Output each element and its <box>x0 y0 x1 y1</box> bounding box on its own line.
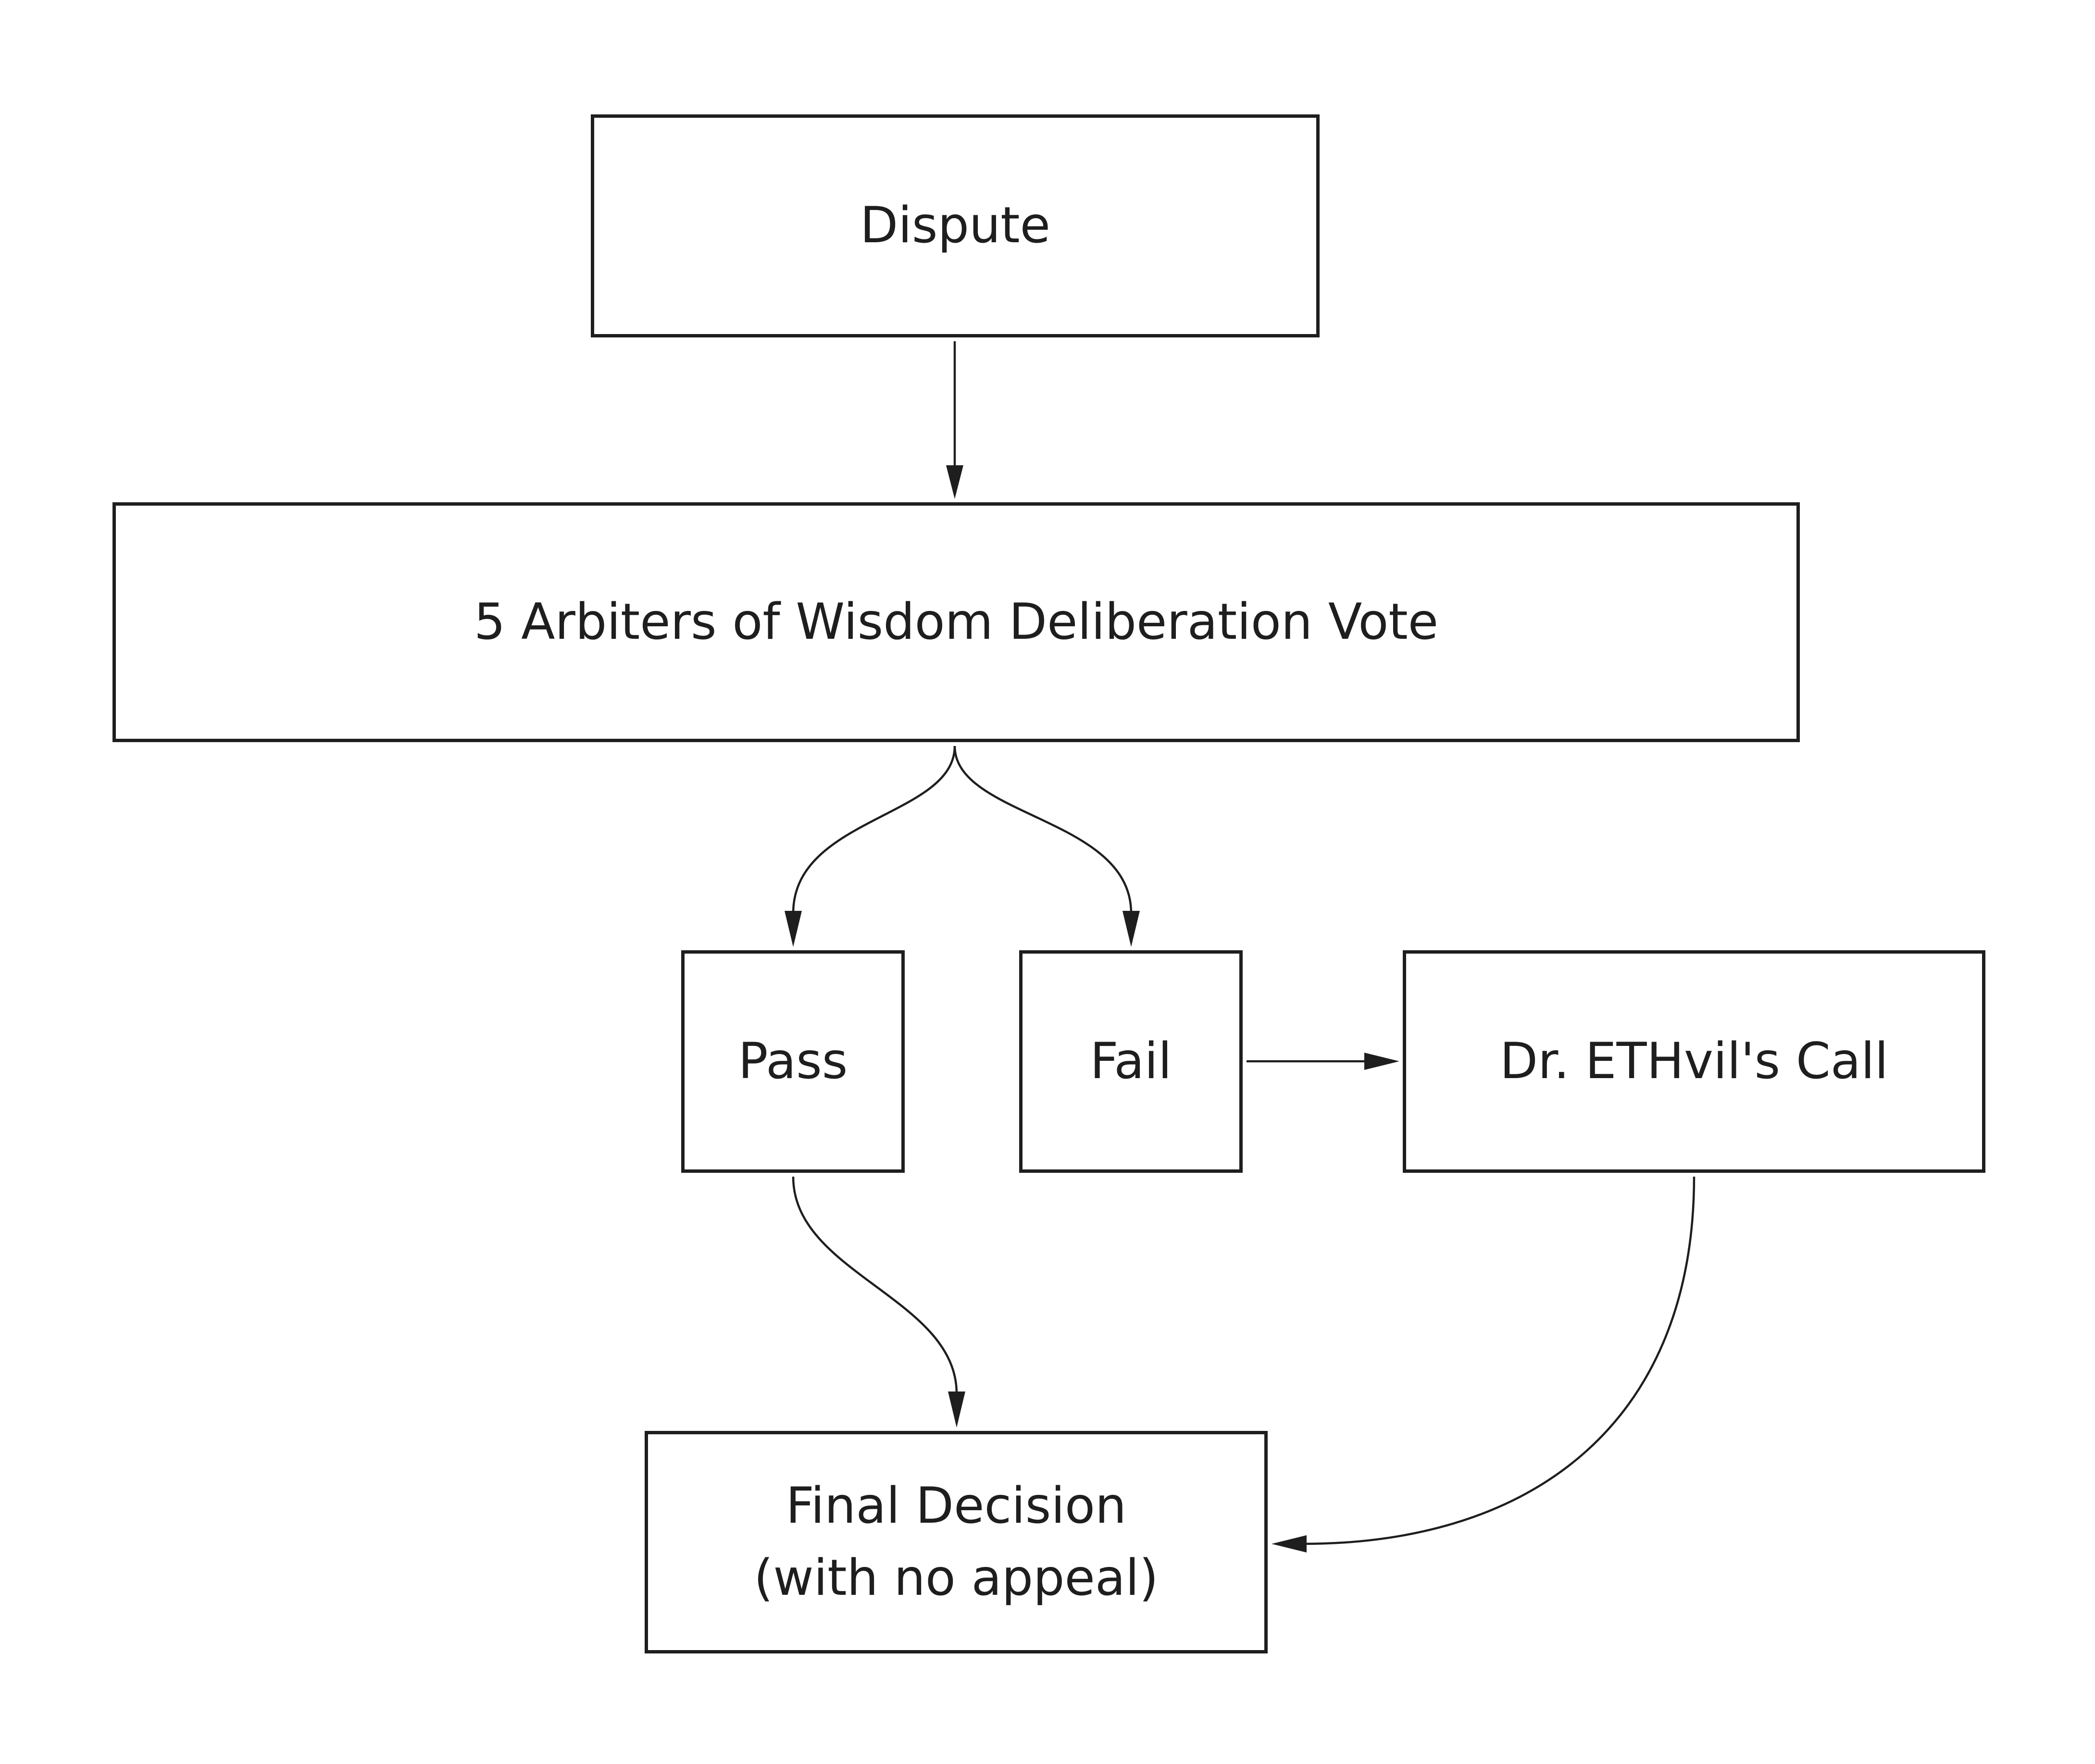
node-arbiters-vote-label: 5 Arbiters of Wisdom Deliberation Vote <box>474 593 1439 651</box>
node-final-decision: Final Decision (with no appeal) <box>645 1431 1268 1653</box>
edge-vote-to-pass <box>792 745 956 914</box>
node-fail-label: Fail <box>1090 1032 1172 1090</box>
node-pass-label: Pass <box>738 1032 848 1090</box>
node-dr-ethvil-call: Dr. ETHvil's Call <box>1403 950 1985 1173</box>
arrowhead-pass-to-final <box>948 1391 965 1428</box>
node-final-decision-text: Final Decision (with no appeal) <box>754 1470 1159 1614</box>
arrowhead-call-to-final <box>1272 1535 1307 1553</box>
node-dr-ethvil-call-label: Dr. ETHvil's Call <box>1499 1032 1889 1090</box>
edge-pass-to-final <box>792 1176 958 1394</box>
node-final-decision-line1: Final Decision <box>786 1477 1127 1535</box>
node-final-decision-line2: (with no appeal) <box>754 1549 1159 1607</box>
node-arbiters-vote: 5 Arbiters of Wisdom Deliberation Vote <box>112 502 1800 742</box>
arrowhead-vote-to-fail <box>1122 911 1140 947</box>
edge-vote-to-fail <box>953 745 1133 914</box>
node-pass: Pass <box>681 950 905 1173</box>
node-fail: Fail <box>1019 950 1243 1173</box>
edge-call-to-final <box>1302 1176 1696 1545</box>
arrowhead-vote-to-pass <box>785 911 802 947</box>
arrowhead-dispute-to-vote <box>946 465 963 499</box>
node-dispute: Dispute <box>591 114 1320 337</box>
arrowhead-fail-to-call <box>1364 1053 1399 1070</box>
node-dispute-label: Dispute <box>860 197 1050 255</box>
